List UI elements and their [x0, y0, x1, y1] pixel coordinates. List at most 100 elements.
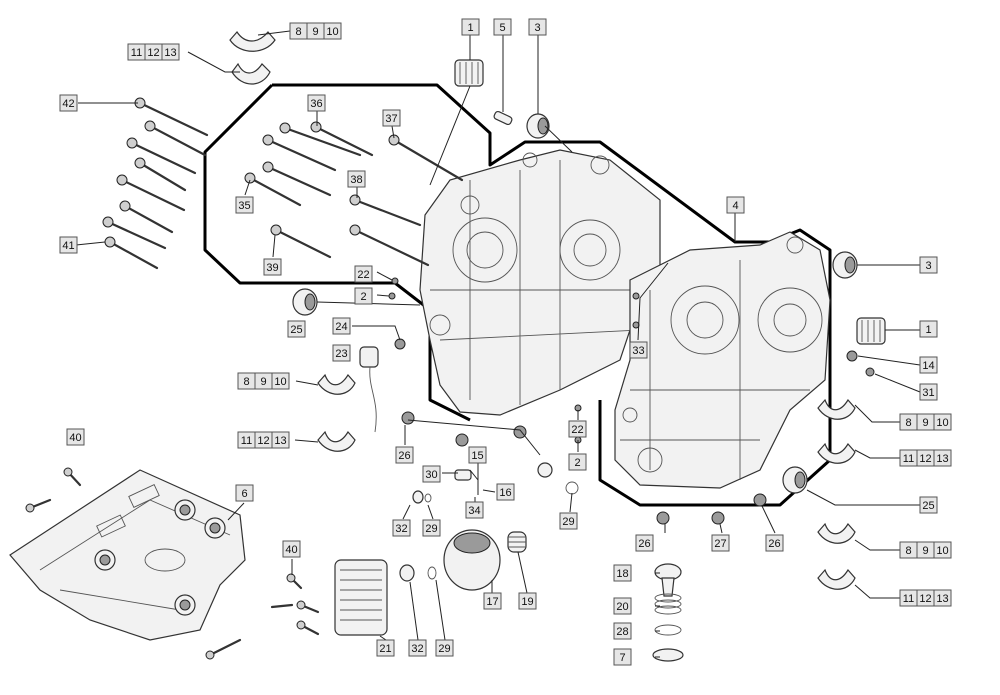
callout-39: 39: [263, 258, 282, 276]
callout-41: 41: [59, 236, 78, 254]
callout-box: [271, 431, 290, 449]
callout-number: 16: [499, 487, 511, 499]
callout-box: [59, 94, 78, 112]
oil-filter-17: [443, 529, 501, 591]
callout-number: 8: [243, 376, 249, 388]
callout-number: 13: [164, 47, 176, 59]
right-crankcase-half: [614, 231, 831, 489]
callout-number: 11: [131, 47, 142, 59]
callout-number: 32: [395, 523, 407, 535]
callout-2-b: 2: [568, 453, 587, 471]
small-parts-center: [388, 277, 875, 525]
callout-27: 27: [711, 534, 730, 552]
callout-3-right: 3: [919, 256, 938, 274]
callout-number: 12: [919, 593, 931, 605]
callout-11-12-13-a: 11 12 13: [127, 43, 180, 61]
callout-box: [287, 320, 306, 338]
callout-2-a: 2: [354, 287, 373, 305]
bushing-3-right: [832, 251, 858, 279]
callout-box: [307, 94, 326, 112]
callout-box: [422, 519, 441, 537]
callout-number: 22: [357, 269, 369, 281]
callout-number: 2: [360, 291, 366, 303]
callout-23: 23: [332, 344, 351, 362]
callout-box: [518, 592, 537, 610]
callout-box: [161, 43, 180, 61]
fitting-24: [394, 338, 406, 350]
callout-box: [59, 236, 78, 254]
callout-number: 11: [903, 593, 914, 605]
callout-number: 3: [534, 22, 540, 34]
callout-box: [271, 372, 290, 390]
callout-number: 21: [379, 643, 391, 655]
oil-cooler-21: [334, 559, 388, 636]
callout-box: [323, 22, 342, 40]
callout-number: 8: [905, 417, 911, 429]
callout-4: 4: [726, 196, 745, 214]
bearing-1-top: [454, 59, 484, 87]
callout-15: 15: [468, 446, 487, 464]
callout-number: 13: [936, 593, 948, 605]
cap-18-assembly: [652, 563, 684, 662]
callout-number: 12: [147, 47, 159, 59]
callout-number: 10: [936, 417, 948, 429]
callout-number: 26: [638, 538, 650, 550]
callout-number: 9: [312, 26, 318, 38]
callout-number: 10: [936, 545, 948, 557]
callout-32-b: 32: [408, 639, 427, 657]
dowel-5: [493, 110, 513, 126]
spring-19: [507, 531, 527, 553]
callout-number: 10: [274, 376, 286, 388]
bushing-25-right: [782, 466, 808, 494]
callout-16: 16: [496, 483, 515, 501]
callout-number: 13: [274, 435, 286, 447]
callout-20: 20: [613, 597, 632, 615]
callout-number: 28: [616, 626, 628, 638]
callout-33: 33: [629, 341, 648, 359]
callout-box: [354, 265, 373, 283]
callout-box: [919, 496, 938, 514]
callout-number: 32: [411, 643, 423, 655]
callout-number: 34: [468, 505, 480, 517]
callout-number: 9: [922, 545, 928, 557]
callout-34: 34: [465, 501, 484, 519]
callout-box: [726, 196, 745, 214]
callout-box: [919, 320, 938, 338]
callout-19: 19: [518, 592, 537, 610]
callout-box: [382, 109, 401, 127]
callout-box: [568, 420, 587, 438]
callout-box: [465, 501, 484, 519]
skid-plate-6: [9, 467, 320, 660]
callout-number: 13: [936, 453, 948, 465]
callout-number: 12: [919, 453, 931, 465]
callout-number: 15: [471, 450, 483, 462]
callout-number: 10: [326, 26, 338, 38]
callout-36: 36: [307, 94, 326, 112]
callout-number: 42: [62, 98, 74, 110]
callout-22-a: 22: [354, 265, 373, 283]
bushing-3-top: [526, 113, 550, 139]
callout-29-c: 29: [435, 639, 454, 657]
callout-box: [496, 483, 515, 501]
callout-number: 14: [922, 360, 934, 372]
callout-box: [933, 541, 952, 559]
callout-number: 38: [350, 174, 362, 186]
callout-number: 4: [732, 200, 738, 212]
callout-number: 37: [385, 113, 397, 125]
crankcase-bolts: [102, 97, 464, 270]
callout-box: [483, 592, 502, 610]
callout-box: [461, 18, 480, 36]
callout-number: 26: [398, 450, 410, 462]
callout-number: 9: [922, 417, 928, 429]
callout-11-12-13-d: 11 12 13: [899, 589, 952, 607]
left-group-outline-side: [203, 83, 471, 422]
callout-40-top: 40: [66, 428, 85, 446]
callout-number: 26: [768, 538, 780, 550]
callout-number: 29: [562, 516, 574, 528]
callout-number: 41: [62, 240, 74, 252]
washers-32-29: [399, 469, 472, 582]
bearing-shells: [229, 31, 856, 590]
